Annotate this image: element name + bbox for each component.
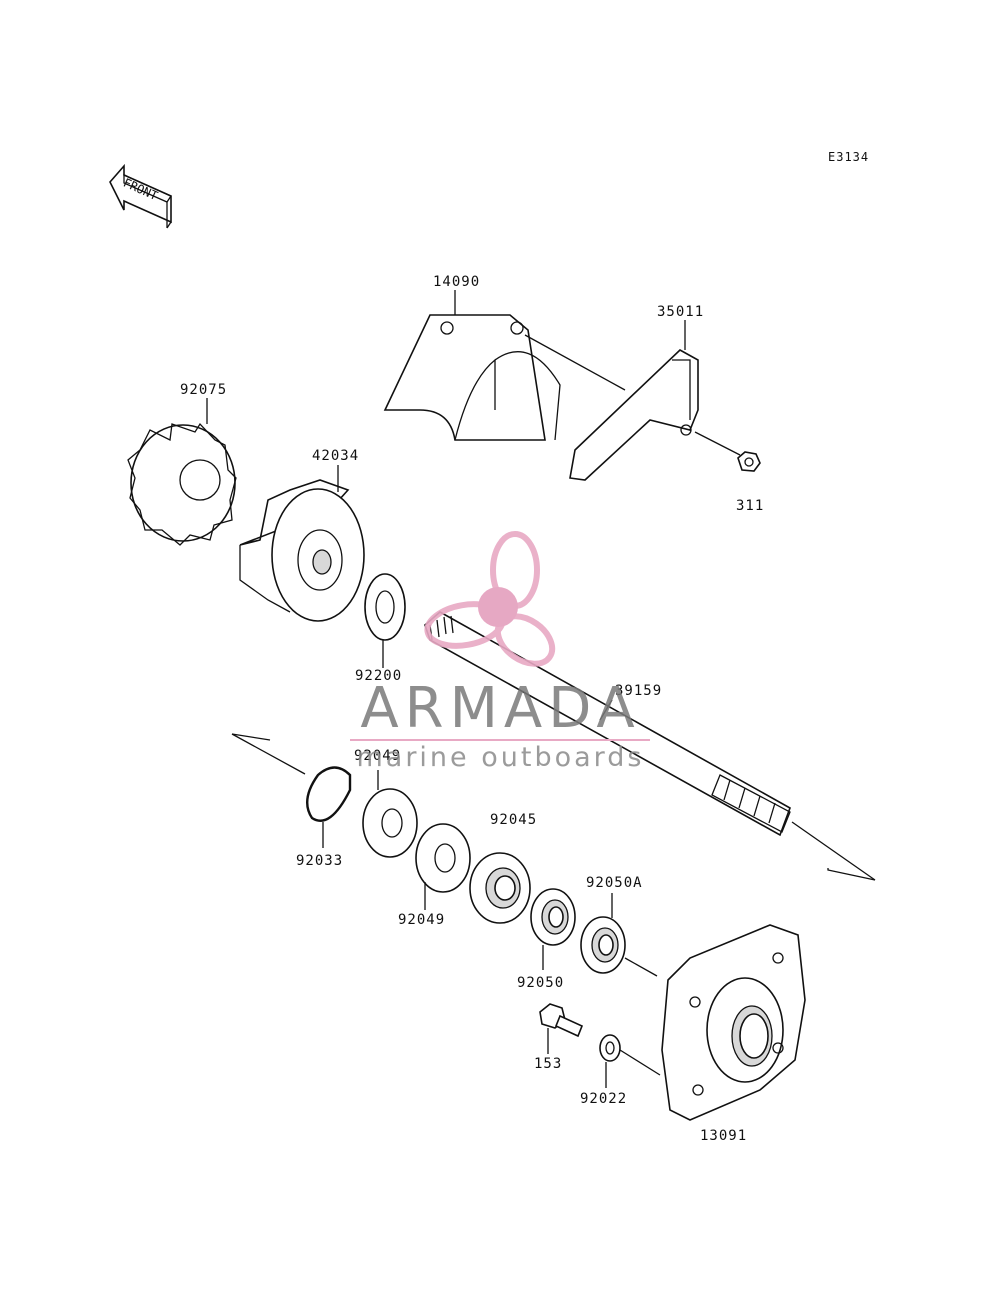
part-35011-bracket	[569, 349, 741, 481]
watermark-title: ARMADA	[360, 676, 641, 741]
part-92050-seal	[530, 888, 576, 970]
watermark-subtitle: marine outboards	[356, 742, 645, 773]
diagram-code: E3134	[828, 150, 870, 164]
part-92033-circlip	[306, 766, 352, 848]
part-92049-seal-upper	[362, 770, 418, 858]
label-39159: 39159	[615, 683, 663, 699]
part-92050A-seal	[580, 893, 658, 977]
label-311: 311	[736, 498, 765, 514]
label-92045: 92045	[490, 812, 538, 828]
part-92045-bearing	[469, 852, 531, 924]
label-92049-upper: 92049	[354, 748, 402, 764]
part-42034-impeller	[239, 479, 365, 622]
label-13091: 13091	[700, 1128, 748, 1144]
front-arrow-icon: FRONT	[109, 163, 172, 229]
label-92050A: 92050A	[586, 875, 643, 891]
label-92200: 92200	[355, 668, 403, 684]
part-13091-cover-plate	[661, 924, 806, 1121]
part-14090-cover	[383, 314, 626, 441]
label-35011: 35011	[657, 304, 705, 320]
leader-lines	[206, 290, 686, 721]
label-92050: 92050	[517, 975, 565, 991]
part-153-bolt	[539, 1003, 584, 1054]
part-92075-coupling	[127, 422, 237, 546]
label-14090: 14090	[433, 274, 481, 290]
label-92049-lower: 92049	[398, 912, 446, 928]
label-92075: 92075	[180, 382, 228, 398]
label-92022: 92022	[580, 1091, 628, 1107]
label-42034: 42034	[312, 448, 360, 464]
part-311-nut	[737, 451, 761, 472]
label-92033: 92033	[296, 853, 344, 869]
part-92049-seal-lower	[415, 823, 471, 910]
part-92022-washer	[599, 1034, 661, 1088]
armada-logo-icon	[424, 531, 556, 667]
part-92200-washer	[364, 573, 406, 668]
label-153: 153	[534, 1056, 563, 1072]
